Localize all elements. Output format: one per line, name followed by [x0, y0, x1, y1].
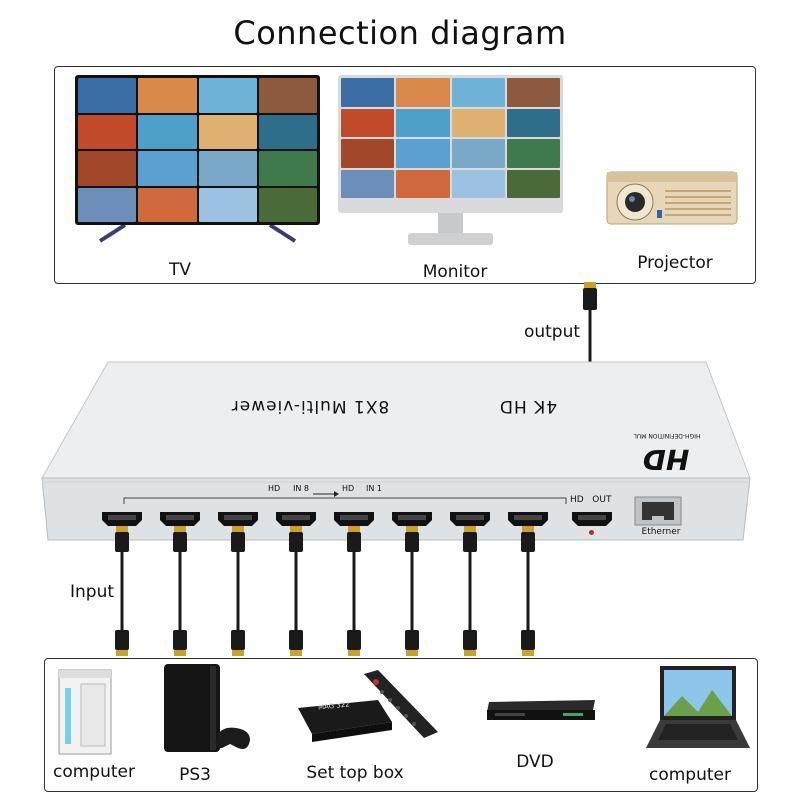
tv-illustration [75, 75, 320, 245]
source-devices-panel [44, 658, 758, 792]
port-caption-in8: IN 8 [293, 484, 309, 493]
port-caption-hd: HD [268, 484, 281, 493]
screen-tile [78, 114, 137, 149]
screen-tile [451, 169, 505, 198]
hdmi-input-cable [341, 524, 367, 660]
screen-tile [198, 151, 257, 186]
screen-tile [258, 78, 317, 113]
source-label-dvd: DVD [516, 752, 554, 772]
hdmi-output-port[interactable] [570, 510, 614, 528]
port-caption-hd-2: HD [342, 484, 355, 493]
tv-stand [95, 223, 300, 243]
multiviewer-device [38, 358, 758, 548]
screen-tile [258, 114, 317, 149]
screen-tile [198, 78, 257, 113]
set-top-box-illustration [292, 670, 442, 750]
screen-tile [341, 78, 395, 107]
device-model-text: 8X1 Multi-viewer [230, 396, 390, 416]
device-logo-subtitle: HIGH-DEFINITION MUL [633, 432, 701, 439]
port-caption-arrow [312, 484, 340, 497]
ps3-illustration [160, 660, 252, 760]
screen-tile [506, 108, 560, 137]
power-indicator-led [589, 530, 594, 535]
screen-tile [396, 108, 450, 137]
ethernet-label: Etherner [641, 527, 681, 537]
laptop-illustration [642, 662, 752, 758]
hdmi-input-cable [283, 524, 309, 660]
screen-tile [396, 139, 450, 168]
projector-illustration [605, 162, 740, 228]
screen-tile [78, 151, 137, 186]
monitor-screen [341, 78, 560, 198]
hdmi-input-port-7[interactable] [158, 510, 202, 528]
screen-tile [198, 114, 257, 149]
screen-tile [396, 78, 450, 107]
source-label-set-top-box: Set top box [306, 763, 404, 783]
computer-tower-illustration [55, 666, 115, 758]
hdmi-input-port-8[interactable] [100, 510, 144, 528]
output-label: output [523, 322, 581, 342]
tv-screen [78, 78, 317, 222]
dvd-player-illustration [483, 698, 598, 724]
hdmi-input-cable [515, 524, 541, 660]
hdmi-input-port-2[interactable] [448, 510, 492, 528]
source-label-ps3: PS3 [179, 765, 211, 785]
ethernet-port[interactable] [634, 496, 682, 526]
source-label-computer-1: computer [53, 762, 135, 782]
monitor-illustration [338, 75, 563, 255]
projector-label: Projector [637, 253, 713, 273]
hdmi-input-cable [109, 524, 135, 660]
hdmi-input-cable [225, 524, 251, 660]
screen-tile [451, 139, 505, 168]
tv-label: TV [168, 260, 191, 280]
hd-out-caption: HD OUT [570, 495, 612, 505]
device-hd-logo: HD [642, 443, 690, 476]
screen-tile [198, 187, 257, 222]
diagram-title: Connection diagram [233, 14, 567, 52]
screen-tile [506, 78, 560, 107]
screen-tile [341, 169, 395, 198]
screen-tile [341, 108, 395, 137]
source-label-computer-2: computer [649, 765, 731, 785]
hdmi-input-port-5[interactable] [274, 510, 318, 528]
screen-tile [138, 187, 197, 222]
hdmi-input-cable [399, 524, 425, 660]
screen-tile [78, 78, 137, 113]
screen-tile [258, 151, 317, 186]
screen-tile [396, 169, 450, 198]
hdmi-input-cable [457, 524, 483, 660]
hdmi-input-cable [167, 524, 193, 660]
device-badge-text: 4K HD [498, 396, 558, 416]
screen-tile [506, 139, 560, 168]
screen-tile [138, 78, 197, 113]
screen-tile [258, 187, 317, 222]
screen-tile [138, 114, 197, 149]
monitor-label: Monitor [422, 262, 488, 282]
screen-tile [138, 151, 197, 186]
screen-tile [451, 108, 505, 137]
screen-tile [451, 78, 505, 107]
hdmi-input-port-1[interactable] [506, 510, 550, 528]
hdmi-input-port-6[interactable] [216, 510, 260, 528]
screen-tile [78, 187, 137, 222]
screen-tile [506, 169, 560, 198]
hdmi-input-port-4[interactable] [332, 510, 376, 528]
port-caption-in1: IN 1 [366, 484, 382, 493]
screen-tile [341, 139, 395, 168]
input-label: Input [69, 582, 115, 602]
hdmi-input-port-3[interactable] [390, 510, 434, 528]
